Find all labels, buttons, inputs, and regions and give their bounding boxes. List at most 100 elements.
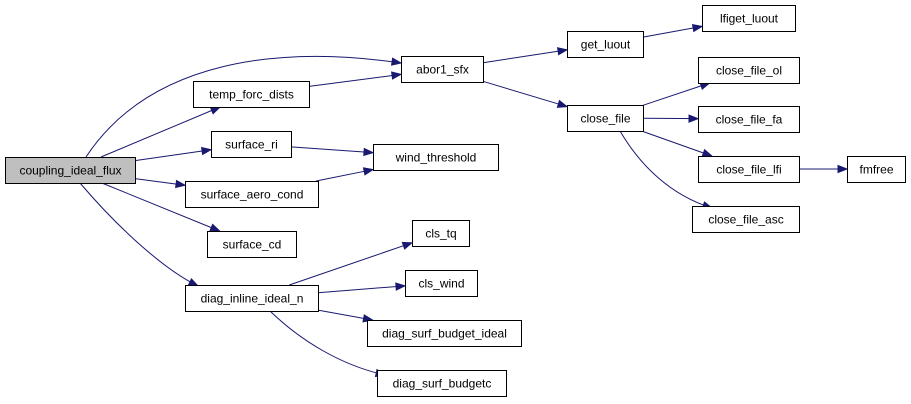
edge-coupling_ideal_flux-to-surface_ri (134, 146, 213, 162)
edge-line (482, 49, 568, 64)
edge-line (642, 82, 710, 106)
node-label: wind_threshold (395, 151, 477, 165)
edge-line (289, 242, 413, 286)
edge-surface_ri-to-wind_threshold (290, 146, 375, 157)
node-cls_tq[interactable]: cls_tq (412, 220, 470, 247)
node-cls_wind[interactable]: cls_wind (405, 270, 478, 297)
node-surface_aero_cond[interactable]: surface_aero_cond (185, 181, 319, 208)
arrow-head (362, 167, 375, 176)
node-label: lfiget_luout (720, 12, 779, 26)
arrow-head (209, 106, 222, 115)
node-diag_inline_ideal_n[interactable]: diag_inline_ideal_n (185, 285, 319, 312)
node-close_file[interactable]: close_file (567, 105, 644, 132)
edge-diag_inline_ideal_n-to-cls_wind (317, 282, 407, 294)
edge-line (100, 106, 221, 158)
node-label: surface_aero_cond (201, 188, 304, 202)
node-diag_surf_budget_ideal[interactable]: diag_surf_budget_ideal (367, 320, 522, 347)
node-close_file_ol[interactable]: close_file_ol (698, 57, 800, 84)
edge-close_file-to-close_file_lfi (641, 130, 714, 157)
edge-line (317, 285, 406, 294)
node-label: get_luout (581, 38, 631, 52)
arrow-head (691, 23, 704, 33)
node-label: diag_inline_ideal_n (201, 292, 304, 306)
edge-line (641, 130, 713, 157)
node-surface_ri[interactable]: surface_ri (211, 131, 292, 158)
node-box (373, 144, 499, 171)
node-box (412, 220, 470, 247)
node-fmfree[interactable]: fmfree (847, 156, 906, 183)
node-coupling_ideal_flux[interactable]: coupling_ideal_flux (5, 157, 136, 184)
node-box (847, 156, 906, 183)
node-box (185, 285, 319, 312)
node-box (185, 181, 319, 208)
node-close_file_lfi[interactable]: close_file_lfi (698, 156, 800, 183)
node-temp_forc_dists[interactable]: temp_forc_dists (193, 81, 310, 108)
node-box (401, 56, 484, 83)
edge-close_file-to-close_file_fa (642, 114, 700, 123)
edge-line (79, 182, 199, 287)
edge-line (482, 80, 568, 108)
edge-diag_inline_ideal_n-to-cls_tq (289, 241, 414, 286)
node-box (211, 131, 292, 158)
arrow-head (391, 71, 403, 80)
edge-line (134, 149, 212, 162)
node-diag_surf_budgetc[interactable]: diag_surf_budgetc (377, 370, 507, 397)
node-surface_cd[interactable]: surface_cd (207, 231, 297, 258)
arrow-head (187, 278, 200, 287)
node-label: coupling_ideal_flux (19, 164, 121, 178)
edge-line (85, 55, 402, 158)
node-box (698, 106, 800, 133)
arrow-head (556, 47, 569, 56)
arrow-head (556, 99, 569, 108)
edge-close_file-to-close_file_ol (642, 82, 711, 106)
arrow-head (363, 147, 375, 157)
node-close_file_fa[interactable]: close_file_fa (698, 106, 800, 133)
edge-line (642, 25, 703, 38)
node-label: abor1_sfx (416, 63, 469, 77)
arrow-head (200, 146, 213, 156)
node-get_luout[interactable]: get_luout (567, 31, 644, 58)
node-box (702, 5, 796, 32)
node-box (367, 320, 522, 347)
edge-coupling_ideal_flux-to-surface_aero_cond (134, 178, 187, 189)
node-label: diag_surf_budget_ideal (382, 327, 507, 341)
edge-line (290, 146, 374, 154)
arrow-head (390, 57, 403, 66)
edge-line (316, 169, 374, 182)
node-box (193, 81, 310, 108)
arrow-head (401, 241, 414, 250)
node-lfiget_luout[interactable]: lfiget_luout (702, 5, 796, 32)
node-box (698, 156, 800, 183)
node-label: close_file_asc (708, 213, 783, 227)
edges-layer (79, 23, 849, 378)
arrow-head (395, 282, 407, 291)
edge-line (101, 182, 220, 232)
node-label: cls_wind (418, 277, 464, 291)
nodes-layer: coupling_ideal_flux abor1_sfx temp_forc_di… (5, 5, 906, 397)
node-box (405, 270, 478, 297)
node-box (698, 57, 800, 84)
edge-surface_aero_cond-to-wind_threshold (316, 167, 375, 182)
node-box (567, 105, 644, 132)
node-label: close_file_lfi (716, 163, 781, 177)
edge-close_file_lfi-to-fmfree (799, 164, 849, 174)
node-box (5, 157, 136, 184)
node-label: surface_cd (223, 238, 282, 252)
node-label: temp_forc_dists (209, 88, 294, 102)
edge-line (619, 130, 713, 209)
node-label: close_file_fa (716, 113, 783, 127)
edge-coupling_ideal_flux-to-diag_inline_ideal_n (79, 182, 200, 287)
node-close_file_asc[interactable]: close_file_asc (692, 206, 800, 233)
arrow-head (175, 179, 187, 189)
arrow-head (837, 164, 849, 174)
edge-get_luout-to-lfiget_luout (642, 23, 704, 38)
node-label: diag_surf_budgetc (393, 377, 492, 391)
node-label: cls_tq (425, 227, 456, 241)
node-label: surface_ri (225, 138, 278, 152)
arrow-head (688, 114, 700, 123)
edge-coupling_ideal_flux-to-abor1_sfx (85, 55, 403, 158)
node-wind_threshold[interactable]: wind_threshold (373, 144, 499, 171)
node-abor1_sfx[interactable]: abor1_sfx (401, 56, 484, 83)
edge-line (269, 310, 386, 376)
